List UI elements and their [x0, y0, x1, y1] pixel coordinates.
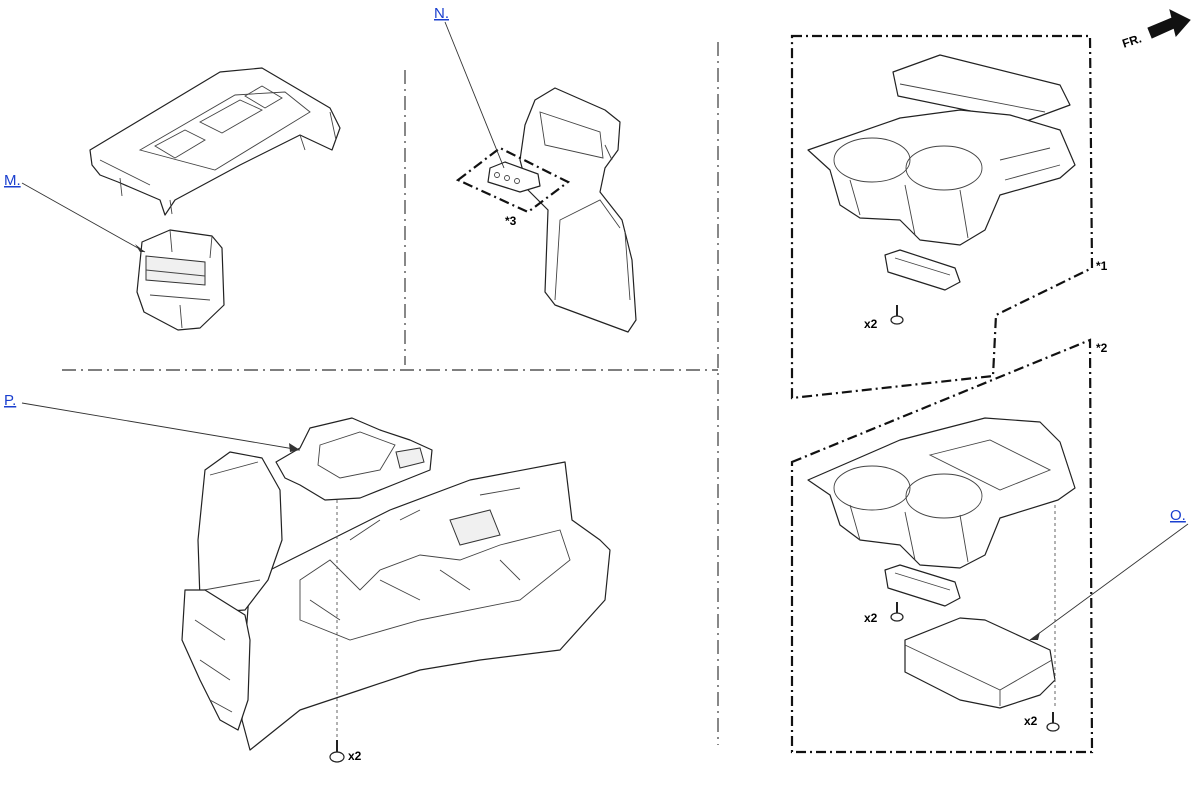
- callout-n-label[interactable]: N.: [434, 5, 449, 22]
- cupholder-lid: [892, 54, 1071, 123]
- fastener-count-bottom: x2: [348, 749, 362, 763]
- front-direction-indicator: FR.: [1120, 9, 1191, 51]
- cupholder-lower: [807, 417, 1076, 569]
- screw-module: x2: [1024, 712, 1060, 732]
- screw-bottom-console: x2: [329, 740, 362, 763]
- note-star2: *2: [1096, 341, 1108, 355]
- usb-port-n: [455, 146, 571, 214]
- callout-m[interactable]: M.: [4, 172, 146, 253]
- cupholder-upper: [807, 109, 1076, 246]
- callout-n[interactable]: N.: [434, 5, 505, 169]
- fastener-count-upper: x2: [864, 317, 878, 331]
- panel-dividers: [62, 42, 719, 745]
- front-direction-arrow-icon: [1147, 9, 1191, 39]
- fastener-count-lower: x2: [864, 611, 878, 625]
- upper-trim-panel-p: [275, 417, 433, 501]
- front-direction-label: FR.: [1120, 31, 1143, 50]
- variant-frame-1: *1: [790, 34, 1108, 400]
- note-star1: *1: [1096, 259, 1108, 273]
- callout-m-label[interactable]: M.: [4, 172, 21, 189]
- console-rear-end: [181, 589, 251, 731]
- screw-upper-cupholder: x2: [864, 305, 904, 331]
- callout-o-label[interactable]: O.: [1170, 507, 1186, 524]
- callout-p-label[interactable]: P.: [4, 392, 16, 409]
- fastener-count-module: x2: [1024, 714, 1038, 728]
- center-console-body: [241, 461, 611, 751]
- console-rear-panel: [519, 87, 637, 333]
- note-star3: *3: [505, 214, 517, 228]
- switch-assembly-m: [136, 229, 225, 331]
- screw-lower-cupholder: x2: [864, 602, 904, 625]
- callout-o[interactable]: O.: [1029, 507, 1189, 641]
- variant-frame-2: *2: [790, 338, 1108, 754]
- bracket-lower: [884, 564, 961, 607]
- bracket-upper: [884, 249, 961, 291]
- control-module-o: [904, 617, 1056, 709]
- armrest: [197, 451, 283, 613]
- shift-lever-panel: [89, 67, 341, 216]
- callout-p[interactable]: P.: [4, 392, 301, 452]
